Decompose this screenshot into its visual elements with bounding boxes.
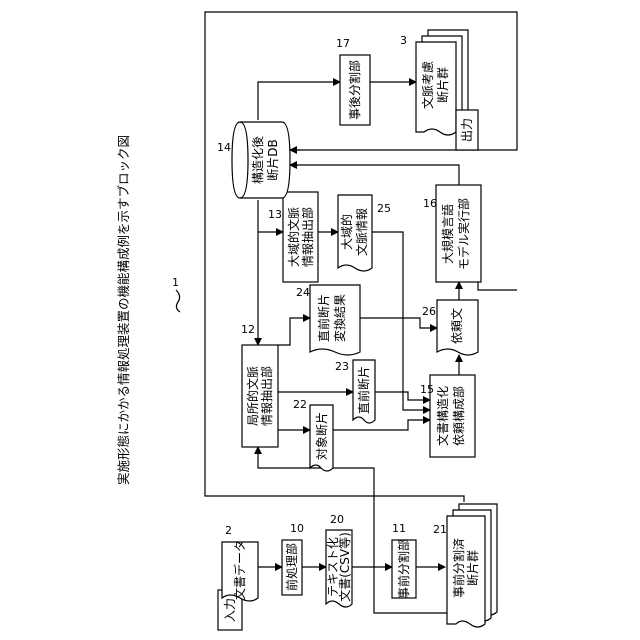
line-22-to-15: [333, 420, 430, 430]
request-text-ref: 26: [422, 305, 436, 318]
line-right-to-16: [478, 282, 517, 290]
figure-caption: 実施形態にかかる情報処理装置の機能構成例を示すブロック図: [116, 135, 131, 485]
structured-db-ref: 14: [217, 141, 231, 154]
pre-divided-line1: 事前分割済: [451, 538, 466, 598]
figure-ref: 1: [172, 276, 180, 312]
post-division-label: 事後分割部: [347, 60, 362, 120]
structuring-request-line1: 文書構造化: [435, 386, 450, 446]
input-label: 入力: [223, 598, 237, 622]
context-fragments-ref: 3: [400, 34, 407, 47]
context-fragments-line2: 断片群: [435, 67, 450, 103]
post-division-node: 事後分割部 17: [336, 37, 370, 125]
pre-division-ref: 11: [392, 522, 406, 535]
previous-conversion-node: 直前断片 変換結果 24: [296, 285, 360, 355]
structuring-request-node: 文書構造化 依頼構成部 15: [420, 375, 475, 457]
pre-division-label: 事前分割部: [396, 539, 411, 599]
preprocessing-ref: 10: [290, 522, 304, 535]
text-document-line2: 文書(CSV等): [337, 532, 352, 602]
previous-fragment-label: 直前断片: [356, 366, 371, 414]
pre-divided-ref: 21: [433, 523, 447, 536]
line-12-to-24: [278, 318, 310, 345]
line-24-to-26: [360, 318, 437, 328]
local-context-line2: 情報抽出部: [259, 366, 274, 426]
output-box: 出力: [456, 110, 478, 150]
structuring-request-line2: 依頼構成部: [451, 386, 466, 446]
previous-conversion-line1: 直前断片: [316, 294, 331, 342]
target-fragment-ref: 22: [293, 398, 307, 411]
figure-ref-number: 1: [172, 276, 179, 289]
global-context-info-line1: 大域的: [339, 214, 354, 250]
previous-conversion-line2: 変換結果: [332, 294, 347, 342]
local-context-ref: 12: [241, 323, 255, 336]
document-data-ref: 2: [225, 524, 232, 537]
structuring-request-ref: 15: [420, 383, 434, 396]
local-context-extractor-node: 局所的文脈 情報抽出部 12: [241, 323, 278, 447]
post-division-ref: 17: [336, 37, 350, 50]
llm-executor-line2: モデル実行部: [456, 198, 471, 270]
output-label: 出力: [460, 118, 474, 142]
structured-db-line2: 断片DB: [265, 139, 280, 180]
document-data-label: 文書データ: [232, 540, 247, 600]
context-fragments-line1: 文脈考慮: [420, 61, 435, 109]
text-document-ref: 20: [330, 513, 344, 526]
global-context-info-node: 大域的 文脈情報 25: [338, 195, 391, 271]
line-16-to-db: [290, 165, 459, 185]
document-data-node: 文書データ 2: [222, 524, 258, 601]
request-text-label: 依頼文: [449, 308, 464, 344]
llm-executor-line1: 大規模言語: [440, 204, 455, 264]
local-context-line1: 局所的文脈: [245, 366, 260, 426]
global-context-info-ref: 25: [377, 202, 391, 215]
global-context-line1: 大域的文脈: [286, 207, 301, 267]
pre-divided-line2: 断片群: [465, 550, 480, 586]
llm-executor-ref: 16: [423, 197, 437, 210]
structured-db-line1: 構造化後: [251, 136, 265, 184]
pre-division-node: 事前分割部 11: [392, 522, 416, 599]
pre-divided-fragments-node: 事前分割済 断片群 21: [433, 504, 497, 627]
text-document-node: テキスト化 文書(CSV等) 20: [326, 513, 352, 607]
llm-executor-node: 大規模言語 モデル実行部 16: [423, 185, 481, 282]
target-fragment-node: 対象断片 22: [293, 398, 333, 471]
global-context-line2: 情報抽出部: [300, 207, 315, 267]
line-db-to-17: [258, 82, 340, 120]
target-fragment-label: 対象断片: [314, 412, 329, 460]
structured-db-node: 構造化後 断片DB 14: [217, 122, 290, 198]
previous-fragment-ref: 23: [335, 360, 349, 373]
global-context-ref: 13: [268, 208, 282, 221]
preprocessing-node: 前処理部 10: [282, 522, 304, 595]
global-context-info-line2: 文脈情報: [354, 208, 369, 256]
preprocessing-label: 前処理部: [284, 543, 299, 591]
previous-conversion-ref: 24: [296, 286, 310, 299]
global-context-extractor-node: 大域的文脈 情報抽出部 13: [268, 192, 318, 282]
